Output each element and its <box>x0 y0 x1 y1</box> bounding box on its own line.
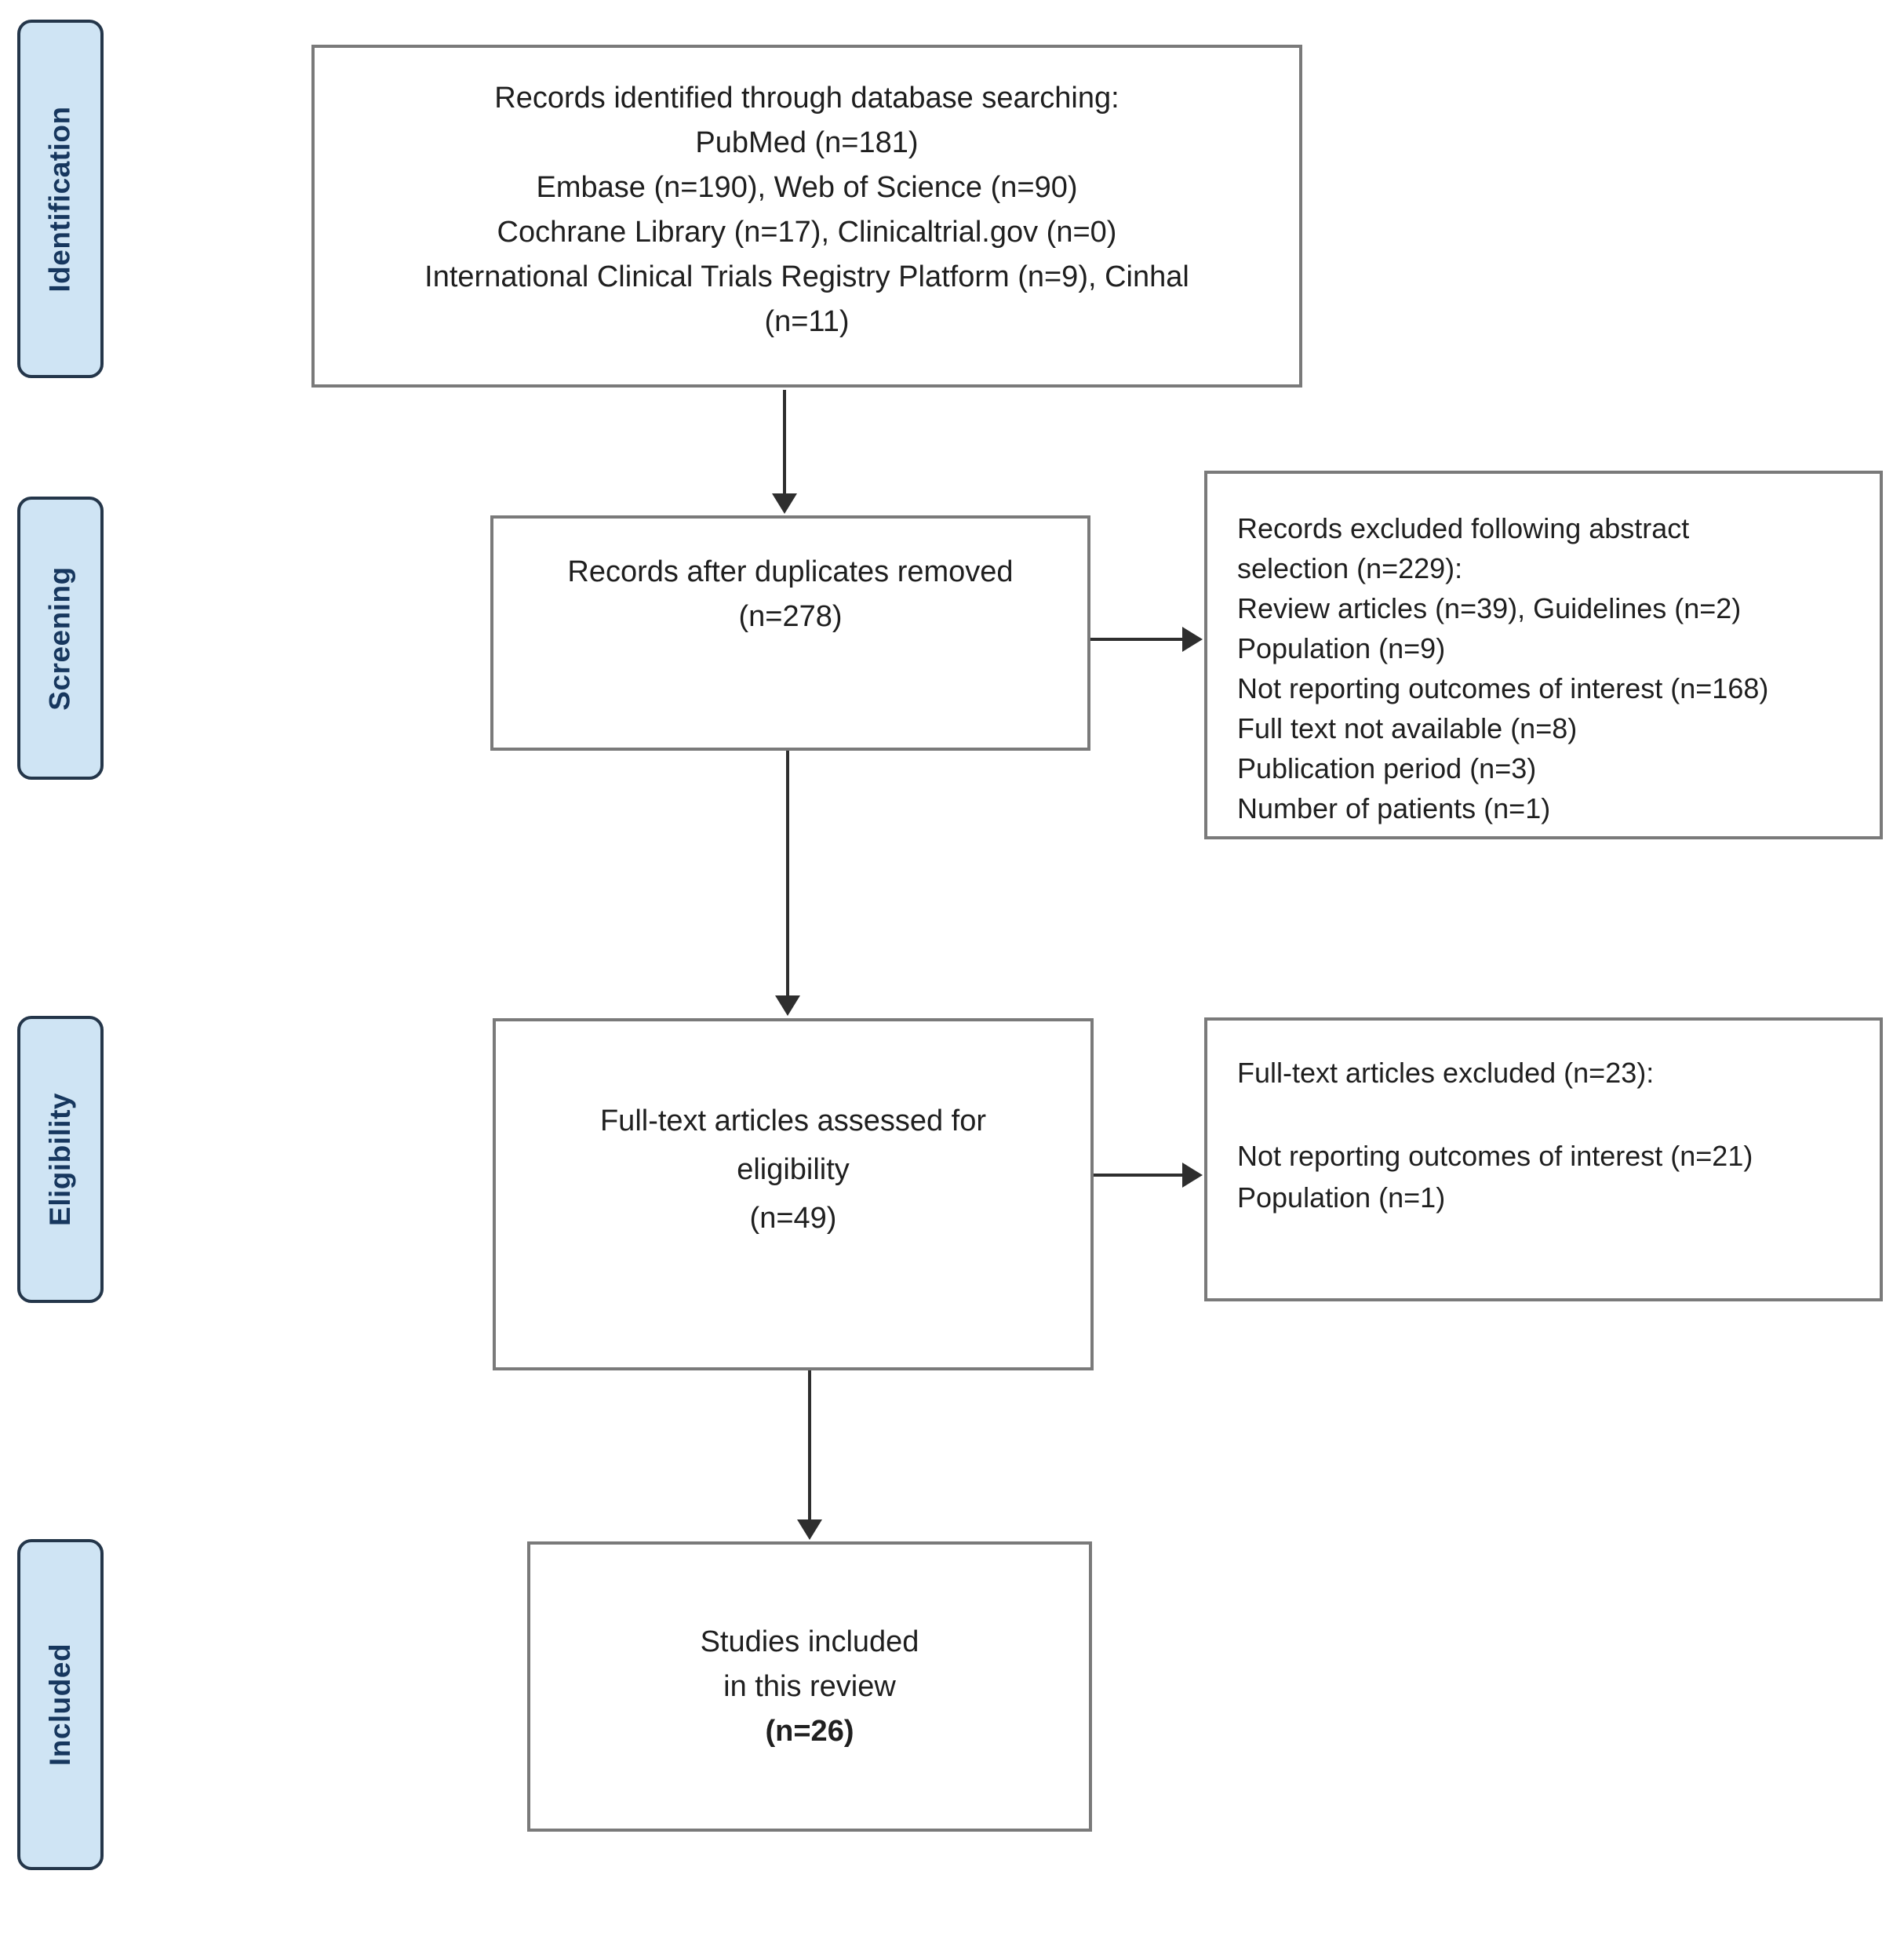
arrow-down-head <box>797 1519 822 1540</box>
studies-included-count-line: (n=26) <box>765 1714 854 1748</box>
records-identified-line: Cochrane Library (n=17), Clinicaltrial.g… <box>497 216 1117 249</box>
fulltext-excluded-box: Full-text articles excluded (n=23): Not … <box>1204 1017 1883 1301</box>
arrow-line <box>1090 638 1184 641</box>
records-excluded-abstract-line: Review articles (n=39), Guidelines (n=2) <box>1237 592 1742 624</box>
arrow-line <box>1094 1174 1184 1177</box>
fulltext-assessed-box: Full-text articles assessed for eligibil… <box>493 1018 1094 1370</box>
arrow-line <box>786 751 789 997</box>
studies-included-box: Studies included in this review (n=26) <box>527 1541 1092 1832</box>
records-after-duplicates-line: Records after duplicates removed <box>567 555 1014 588</box>
records-excluded-abstract-box: Records excluded following abstract sele… <box>1204 471 1883 839</box>
studies-included-line: in this review <box>723 1669 896 1703</box>
arrow-duplicates-to-excluded <box>1090 627 1203 652</box>
records-excluded-abstract-line: Number of patients (n=1) <box>1237 792 1551 824</box>
records-after-duplicates-box: Records after duplicates removed (n=278) <box>490 515 1090 751</box>
records-after-duplicates-line: (n=278) <box>738 600 843 633</box>
arrow-duplicates-to-fulltext <box>775 751 800 1016</box>
records-identified-line: PubMed (n=181) <box>695 126 919 159</box>
records-identified-box: Records identified through database sear… <box>311 45 1302 388</box>
fulltext-excluded-line: Full-text articles excluded (n=23): <box>1237 1057 1655 1089</box>
fulltext-excluded-line: Population (n=1) <box>1237 1181 1446 1214</box>
arrow-right-head <box>1182 627 1203 652</box>
phase-label-eligibility: Eligibility <box>44 1093 76 1226</box>
records-excluded-abstract-line: Full text not available (n=8) <box>1237 712 1578 744</box>
arrow-down-head <box>775 995 800 1016</box>
phase-label-included: Included <box>44 1643 76 1767</box>
arrow-fulltext-to-excluded <box>1094 1163 1203 1188</box>
records-identified-line: Records identified through database sear… <box>494 82 1119 115</box>
records-excluded-abstract-line: Not reporting outcomes of interest (n=16… <box>1237 672 1769 704</box>
phase-box-screening: Screening <box>17 497 104 780</box>
arrow-line <box>783 390 786 495</box>
arrow-fulltext-to-included <box>797 1370 822 1540</box>
fulltext-excluded-blank-line <box>1237 1094 1864 1135</box>
records-identified-line: (n=11) <box>764 305 850 338</box>
studies-included-line: Studies included <box>700 1625 919 1658</box>
phase-label-identification: Identification <box>44 105 77 293</box>
phase-box-included: Included <box>17 1539 104 1870</box>
records-excluded-abstract-line: selection (n=229): <box>1237 552 1463 584</box>
fulltext-assessed-line: eligibility <box>737 1153 850 1186</box>
records-excluded-abstract-line: Population (n=9) <box>1237 632 1446 664</box>
records-identified-line: International Clinical Trials Registry P… <box>424 260 1189 293</box>
records-excluded-abstract-line: Publication period (n=3) <box>1237 752 1537 784</box>
fulltext-assessed-line: Full-text articles assessed for <box>599 1105 987 1137</box>
fulltext-excluded-line: Not reporting outcomes of interest (n=21… <box>1237 1140 1753 1172</box>
records-excluded-abstract-line: Records excluded following abstract <box>1237 512 1690 544</box>
fulltext-assessed-line: (n=49) <box>749 1202 837 1235</box>
arrow-identified-to-duplicates <box>772 390 797 514</box>
phase-box-identification: Identification <box>17 20 104 378</box>
arrow-right-head <box>1182 1163 1203 1188</box>
records-identified-line: Embase (n=190), Web of Science (n=90) <box>536 171 1078 204</box>
arrow-line <box>808 1370 811 1521</box>
arrow-down-head <box>772 493 797 514</box>
phase-label-screening: Screening <box>44 566 76 711</box>
phase-box-eligibility: Eligibility <box>17 1016 104 1303</box>
